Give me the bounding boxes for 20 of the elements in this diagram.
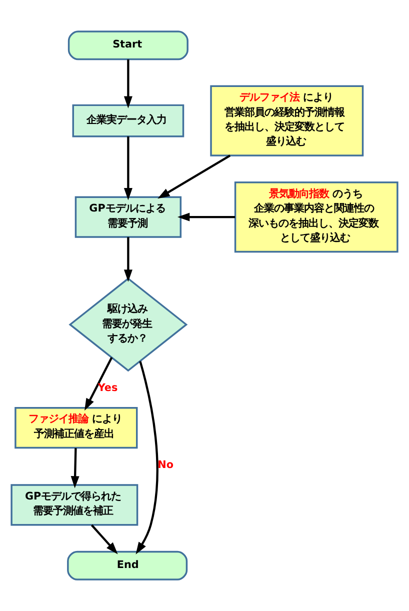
arrow [158,154,231,199]
arrow [177,212,236,222]
arrow [124,136,132,200]
arrow [136,361,158,554]
arrow [90,524,118,554]
arrow [124,237,132,282]
node-box: End [67,550,188,580]
node-box: GPモデルで得られた需要予測値を補正 [10,484,138,526]
arrow [70,448,80,488]
node-diamond: 駆け込み需要が発生するか？ [68,278,188,372]
node-box: GPモデルによる需要予測 [74,196,182,238]
arrow [84,357,113,411]
node-box: 景気動向指数のうち企業の事業内容と関連性の深いものを抽出し、決定変数として盛り込む [234,182,398,253]
node-box: ファジイ推論により予測補正値を産出 [14,406,138,449]
node-box: Start [68,30,188,60]
node-box: デルファイ法により営業部員の経験的予測情報を抽出し、決定変数として盛り込む [210,85,364,156]
edge-label: No [158,459,174,472]
node-box: 企業実データ入力 [72,104,184,138]
edge-label: Yes [98,382,118,394]
arrow [124,59,132,108]
